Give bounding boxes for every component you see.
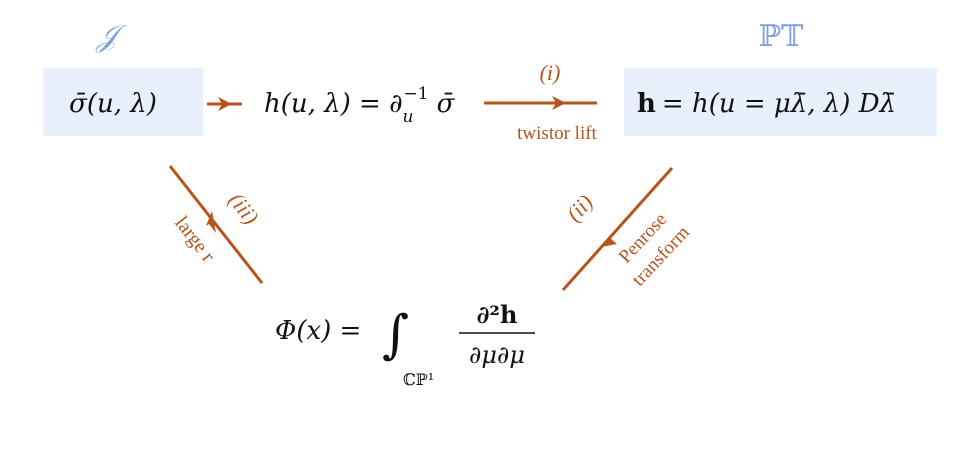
arrow-ii-label: (ii) [561,190,598,227]
sigma-node: σ̄(u, λ) [69,89,157,119]
arrow-i-label: (i) [540,60,561,85]
phi-integral-domain: ℂℙ¹ [403,370,434,389]
h-def-sub: u [403,107,414,127]
arrowhead-sigma-to-h [218,97,232,111]
phi-integral: ∫ [382,305,409,365]
bold-h-node: h= h(u = μλ̄, λ) Dλ̄ [637,89,896,119]
arrowhead-large-r [206,211,216,233]
h-def-sup: −1 [404,84,429,104]
phi-lhs: Φ(x) = [275,316,361,346]
phi-numerator: ∂²h [477,300,518,329]
arrow-penrose [561,167,674,291]
scri-header: 𝒥 [95,19,128,54]
arrow-large-r [168,165,264,284]
pt-header: ℙ𝕋 [759,19,805,54]
arrowhead-penrose [601,230,617,247]
arrowhead-twistor-lift [552,96,566,110]
phi-denominator: ∂μ∂μ [469,341,525,369]
bold-h-box [624,68,937,136]
arrow-iii-label: (iii) [224,188,264,229]
sigma-box [43,68,203,136]
arrow-i-caption: twistor lift [517,123,597,144]
